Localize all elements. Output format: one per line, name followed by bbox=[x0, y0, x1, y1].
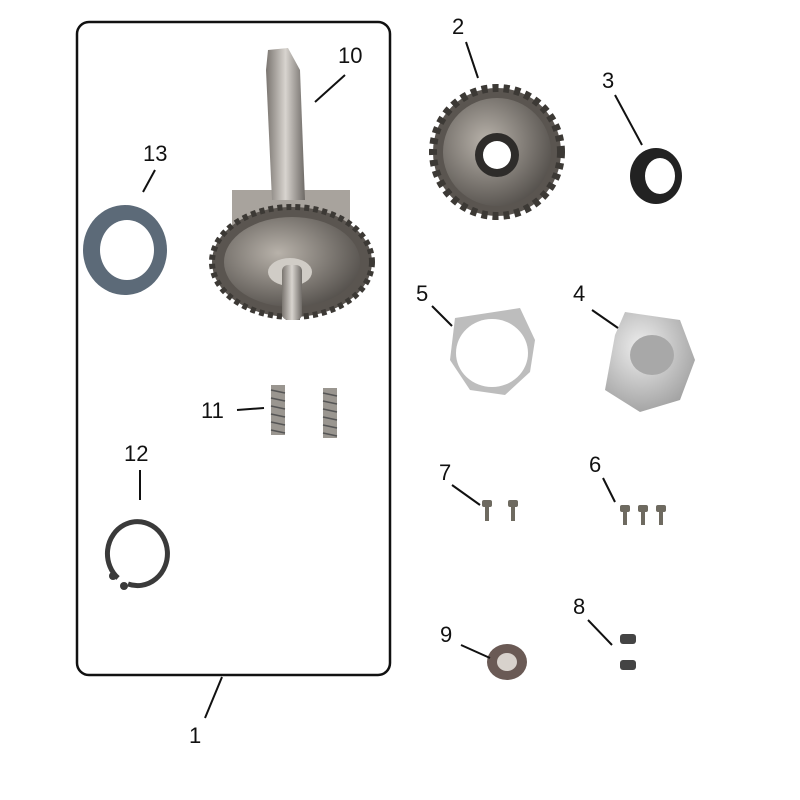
part-8-pins bbox=[620, 634, 636, 670]
part-13-thrust-washer bbox=[83, 205, 167, 295]
leader-lines bbox=[139, 41, 643, 719]
callout-3: 3 bbox=[602, 68, 614, 93]
callout-9: 9 bbox=[440, 622, 452, 647]
callout-10: 10 bbox=[338, 43, 362, 68]
callout-6: 6 bbox=[589, 452, 601, 477]
callout-8: 8 bbox=[573, 594, 585, 619]
part-10-kickstart-shaft bbox=[209, 48, 375, 320]
part-3-ring bbox=[630, 148, 682, 204]
callout-13: 13 bbox=[143, 141, 167, 166]
part-2-gear bbox=[429, 84, 565, 220]
part-6-screws bbox=[620, 505, 666, 525]
callout-5: 5 bbox=[416, 281, 428, 306]
assembly-frame bbox=[75, 20, 392, 677]
callout-12: 12 bbox=[124, 441, 148, 466]
callout-11: 11 bbox=[201, 398, 224, 423]
part-4-cover bbox=[605, 312, 695, 412]
callout-1: 1 bbox=[189, 723, 201, 748]
part-9-washer bbox=[487, 644, 527, 680]
callout-7: 7 bbox=[439, 460, 451, 485]
part-7-screws bbox=[482, 500, 518, 521]
part-12-circlip bbox=[104, 519, 170, 590]
callout-4: 4 bbox=[573, 281, 585, 306]
part-11-springs bbox=[270, 385, 338, 438]
part-5-gasket bbox=[450, 308, 535, 395]
callout-2: 2 bbox=[452, 14, 464, 39]
